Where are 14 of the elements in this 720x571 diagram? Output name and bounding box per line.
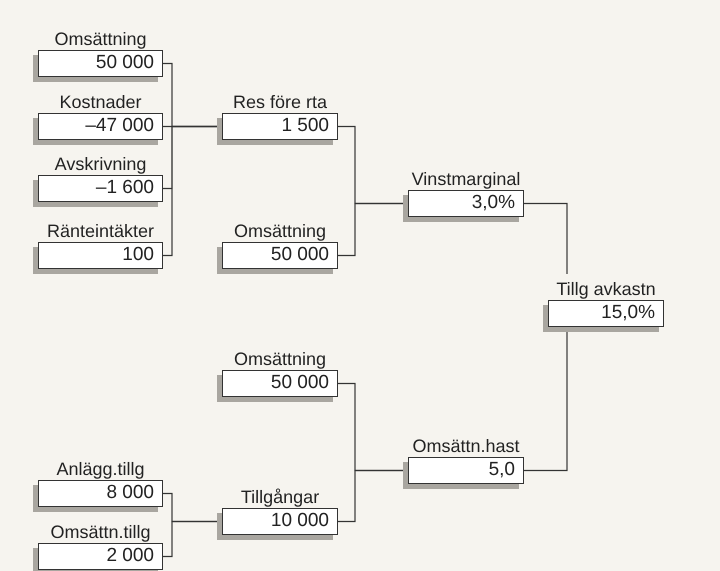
metric-label: Omsättn.hast: [412, 435, 520, 457]
metric-label: Avskrivning: [54, 153, 146, 175]
metric-label: Omsättning: [234, 220, 326, 242]
metric-label: Omsättning: [54, 28, 147, 50]
connector-line: [524, 202, 568, 274]
metric-label: Tillg avkastn: [556, 278, 656, 300]
metric-label: Omsättning: [234, 348, 326, 370]
metric-label: Vinstmarginal: [412, 168, 520, 190]
metric-label: Tillgångar: [240, 486, 320, 508]
metric-label: Kostnader: [59, 91, 142, 113]
metric-label: Res före rta: [232, 91, 328, 113]
metric-label: Anlägg.tillg: [56, 458, 145, 480]
metric-label: Omsättn.tillg: [50, 521, 151, 543]
metric-label: Ränteintäkter: [46, 220, 154, 242]
